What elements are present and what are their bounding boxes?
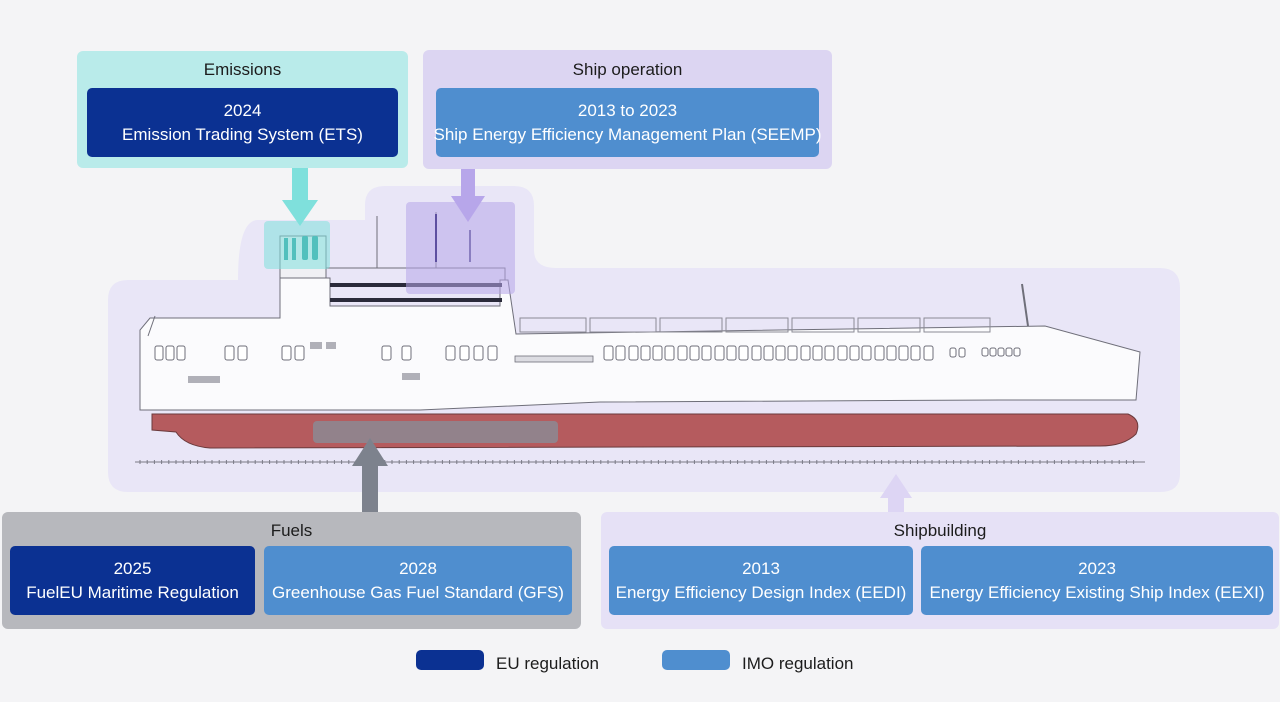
seemp-year: 2013 to 2023 [577, 100, 678, 120]
fuels-title: Fuels [270, 521, 313, 540]
ship-window [738, 345, 749, 361]
ship-window [281, 345, 292, 361]
ship-window [763, 345, 774, 361]
shipbuilding-title: Shipbuilding [893, 521, 987, 540]
ship-window [237, 345, 248, 361]
ship-window [849, 345, 860, 361]
fuels-arrow [352, 438, 388, 512]
ship-window [459, 345, 470, 361]
seemp-regulation-box: 2013 to 2023 Ship Energy Efficiency Mana… [433, 88, 822, 157]
ship-window [958, 347, 966, 358]
ship-window [640, 345, 651, 361]
ship-window [628, 345, 639, 361]
ets-name: Emission Trading System (ETS) [122, 124, 363, 144]
imo-legend-swatch [662, 650, 730, 670]
ship-window [886, 345, 897, 361]
ship-window [401, 345, 412, 361]
ship-window [775, 345, 786, 361]
seemp-name: Ship Energy Efficiency Management Plan (… [433, 124, 822, 144]
ship-window [837, 345, 848, 361]
ship-window [861, 345, 872, 361]
ship-window [949, 347, 957, 358]
ship-operation-panel: Ship operation 2013 to 2023 Ship Energy … [423, 50, 832, 169]
ship-window [664, 345, 675, 361]
ship-window [898, 345, 909, 361]
ship-window [923, 345, 934, 361]
fuel-tank-highlight [313, 421, 558, 443]
eexi-year: 2023 [1078, 558, 1116, 578]
operation-arrow [451, 168, 485, 222]
ship-window [800, 345, 811, 361]
ship-window [224, 345, 235, 361]
eedi-regulation-box: 2013 Energy Efficiency Design Index (EED… [609, 546, 913, 615]
ship-window [473, 345, 484, 361]
emissions-arrow [282, 168, 318, 226]
ship-window [615, 345, 626, 361]
ship-window [910, 345, 921, 361]
eedi-year: 2013 [742, 558, 780, 578]
ship-window [997, 347, 1005, 357]
ship-window [165, 345, 175, 361]
fueleu-year: 2025 [113, 558, 152, 578]
eu-legend-swatch [416, 650, 484, 670]
ship-window [981, 347, 989, 357]
emissions-panel: Emissions 2024 Emission Trading System (… [77, 51, 408, 168]
shipbuilding-arrow [880, 474, 912, 512]
ship-window [294, 345, 305, 361]
eexi-regulation-box: 2023 Energy Efficiency Existing Ship Ind… [921, 546, 1273, 615]
ship-window [176, 345, 186, 361]
ship-window [812, 345, 823, 361]
ship-window [487, 345, 498, 361]
ets-regulation-box: 2024 Emission Trading System (ETS) [87, 88, 398, 157]
ship-window [989, 347, 997, 357]
ship-window [1013, 347, 1021, 357]
imo-legend-label: IMO regulation [742, 654, 854, 673]
ship-window [874, 345, 885, 361]
gfs-regulation-box: 2028 Greenhouse Gas Fuel Standard (GFS) [264, 546, 572, 615]
ship-window [689, 345, 700, 361]
gfs-year: 2028 [399, 558, 437, 578]
ship-window [445, 345, 456, 361]
ship-window [701, 345, 712, 361]
ship-window [751, 345, 762, 361]
shipbuilding-panel: Shipbuilding 2013 Energy Efficiency Desi… [601, 512, 1279, 629]
emissions-title: Emissions [203, 60, 282, 79]
ship-window [726, 345, 737, 361]
ship-window [787, 345, 798, 361]
eexi-name: Energy Efficiency Existing Ship Index (E… [929, 582, 1265, 602]
fueleu-regulation-box: 2025 FuelEU Maritime Regulation [10, 546, 255, 615]
ship-window [652, 345, 663, 361]
ship-window [603, 345, 614, 361]
ship-window [154, 345, 164, 361]
fueleu-name: FuelEU Maritime Regulation [26, 582, 239, 602]
fuels-panel: Fuels 2025 FuelEU Maritime Regulation 20… [2, 512, 581, 629]
ship-window [1005, 347, 1013, 357]
ship-window [677, 345, 688, 361]
ets-year: 2024 [223, 100, 262, 120]
eedi-name: Energy Efficiency Design Index (EEDI) [615, 582, 907, 602]
ship-window [381, 345, 392, 361]
eu-legend-label: EU regulation [496, 654, 600, 673]
ship-window [714, 345, 725, 361]
gfs-name: Greenhouse Gas Fuel Standard (GFS) [272, 582, 564, 602]
ship-operation-title: Ship operation [572, 60, 683, 79]
bridge-highlight [406, 202, 515, 294]
ship-window [824, 345, 835, 361]
